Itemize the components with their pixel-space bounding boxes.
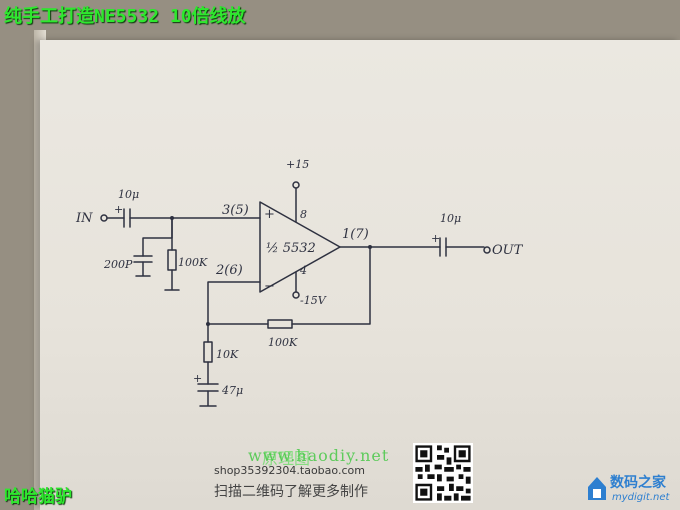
watermark-caption: 原理图	[262, 449, 311, 468]
shunt-cap-ground	[135, 261, 151, 277]
wire-feedback-right	[291, 246, 371, 325]
shunt-capacitor	[133, 255, 153, 263]
output-capacitor	[439, 237, 447, 257]
neg-supply-label: -15V	[300, 294, 327, 307]
output-terminal	[483, 246, 491, 254]
qr-code	[413, 443, 473, 503]
wire-inv-input	[207, 281, 261, 325]
bias-res-ground	[164, 269, 180, 291]
site-logo: 数码之家 mydigit.net	[586, 472, 680, 510]
pos-supply-pin-label: 8	[300, 208, 307, 221]
bias-resistor	[167, 249, 177, 271]
opamp-label: ½ 5532	[266, 241, 316, 256]
input-terminal	[100, 214, 108, 222]
svg-text:+: +	[114, 203, 123, 216]
shunt-cap-label: 200P	[103, 258, 133, 271]
output-cap-label: 10μ	[440, 212, 461, 225]
input-label: IN	[75, 211, 93, 226]
opamp-minus-sign: −	[264, 279, 275, 294]
house-logo-icon	[588, 477, 606, 500]
feedback-resistor	[267, 319, 293, 329]
input-capacitor	[123, 208, 131, 228]
ground-capacitor	[197, 383, 219, 392]
neg-supply-pin-label: 4	[299, 264, 307, 277]
logo-text-cn: 数码之家	[610, 475, 666, 491]
notebook-page	[40, 40, 680, 510]
logo-text-en: mydigit.net	[612, 492, 670, 503]
feedback-res-label: 100K	[268, 336, 298, 349]
inv-pin-label: 2(6)	[215, 263, 243, 278]
watermark-url: www.haodiy.net	[248, 446, 390, 465]
ground-res-label: 10K	[216, 348, 239, 361]
output-label: OUT	[492, 243, 524, 258]
pos-supply-terminal	[292, 181, 300, 189]
input-pin-label: 3(5)	[222, 203, 249, 218]
banner-title: 纯手工打造NE5532 10倍线放	[4, 6, 246, 27]
svg-text:+: +	[193, 372, 202, 385]
banner-author: 哈哈猫驴	[4, 487, 72, 507]
pos-supply-label: +15	[286, 158, 309, 171]
ground-resistor	[203, 341, 213, 363]
bias-res-label: 100K	[178, 256, 208, 269]
ground-cap-label: 47μ	[221, 384, 243, 397]
output-pin-label: 1(7)	[342, 227, 369, 242]
input-cap-label: 10μ	[118, 188, 139, 201]
watermark-scan-text: 扫描二维码了解更多制作	[214, 484, 368, 500]
watermark-shop: shop35392304.taobao.com	[214, 464, 365, 477]
neg-supply-terminal	[292, 291, 300, 299]
svg-text:+: +	[431, 232, 440, 245]
opamp-plus-sign: +	[264, 207, 275, 222]
opamp-symbol	[259, 201, 341, 293]
ground-cap-ground	[199, 390, 217, 407]
